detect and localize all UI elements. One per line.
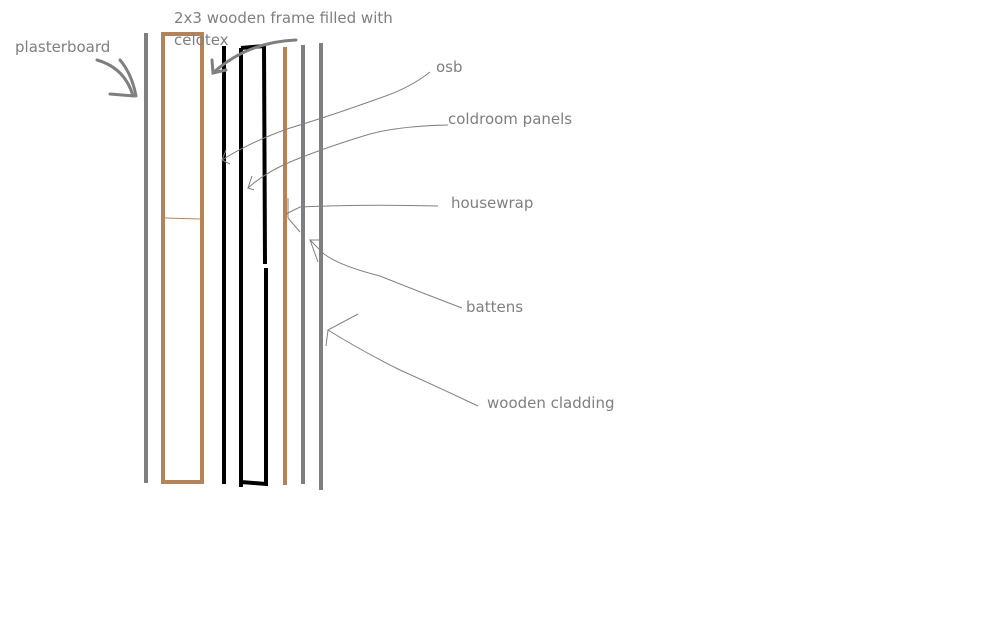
frame-mid-mark <box>164 217 201 220</box>
frame-label: 2x3 wooden frame filled with celotex <box>174 9 393 49</box>
plasterboard-arrow <box>95 58 138 98</box>
coldroom-pointer <box>247 124 449 191</box>
frame-arrow <box>212 38 298 74</box>
battens-label: battens <box>466 298 524 316</box>
osb-pointer <box>220 71 431 165</box>
cladding-label: wooden cladding <box>487 394 615 412</box>
wooden-frame-layer <box>161 32 204 484</box>
cladding-pointer <box>325 313 479 407</box>
housewrap-pointer <box>285 198 439 233</box>
plasterboard-label: plasterboard <box>15 38 111 56</box>
osb-label: osb <box>436 58 463 76</box>
frame-arrow-head <box>210 58 228 75</box>
battens-pointer <box>308 239 463 309</box>
coldroom-label: coldroom panels <box>448 110 573 128</box>
coldroom-panel-layer <box>239 43 268 487</box>
housewrap-label: housewrap <box>451 194 534 212</box>
